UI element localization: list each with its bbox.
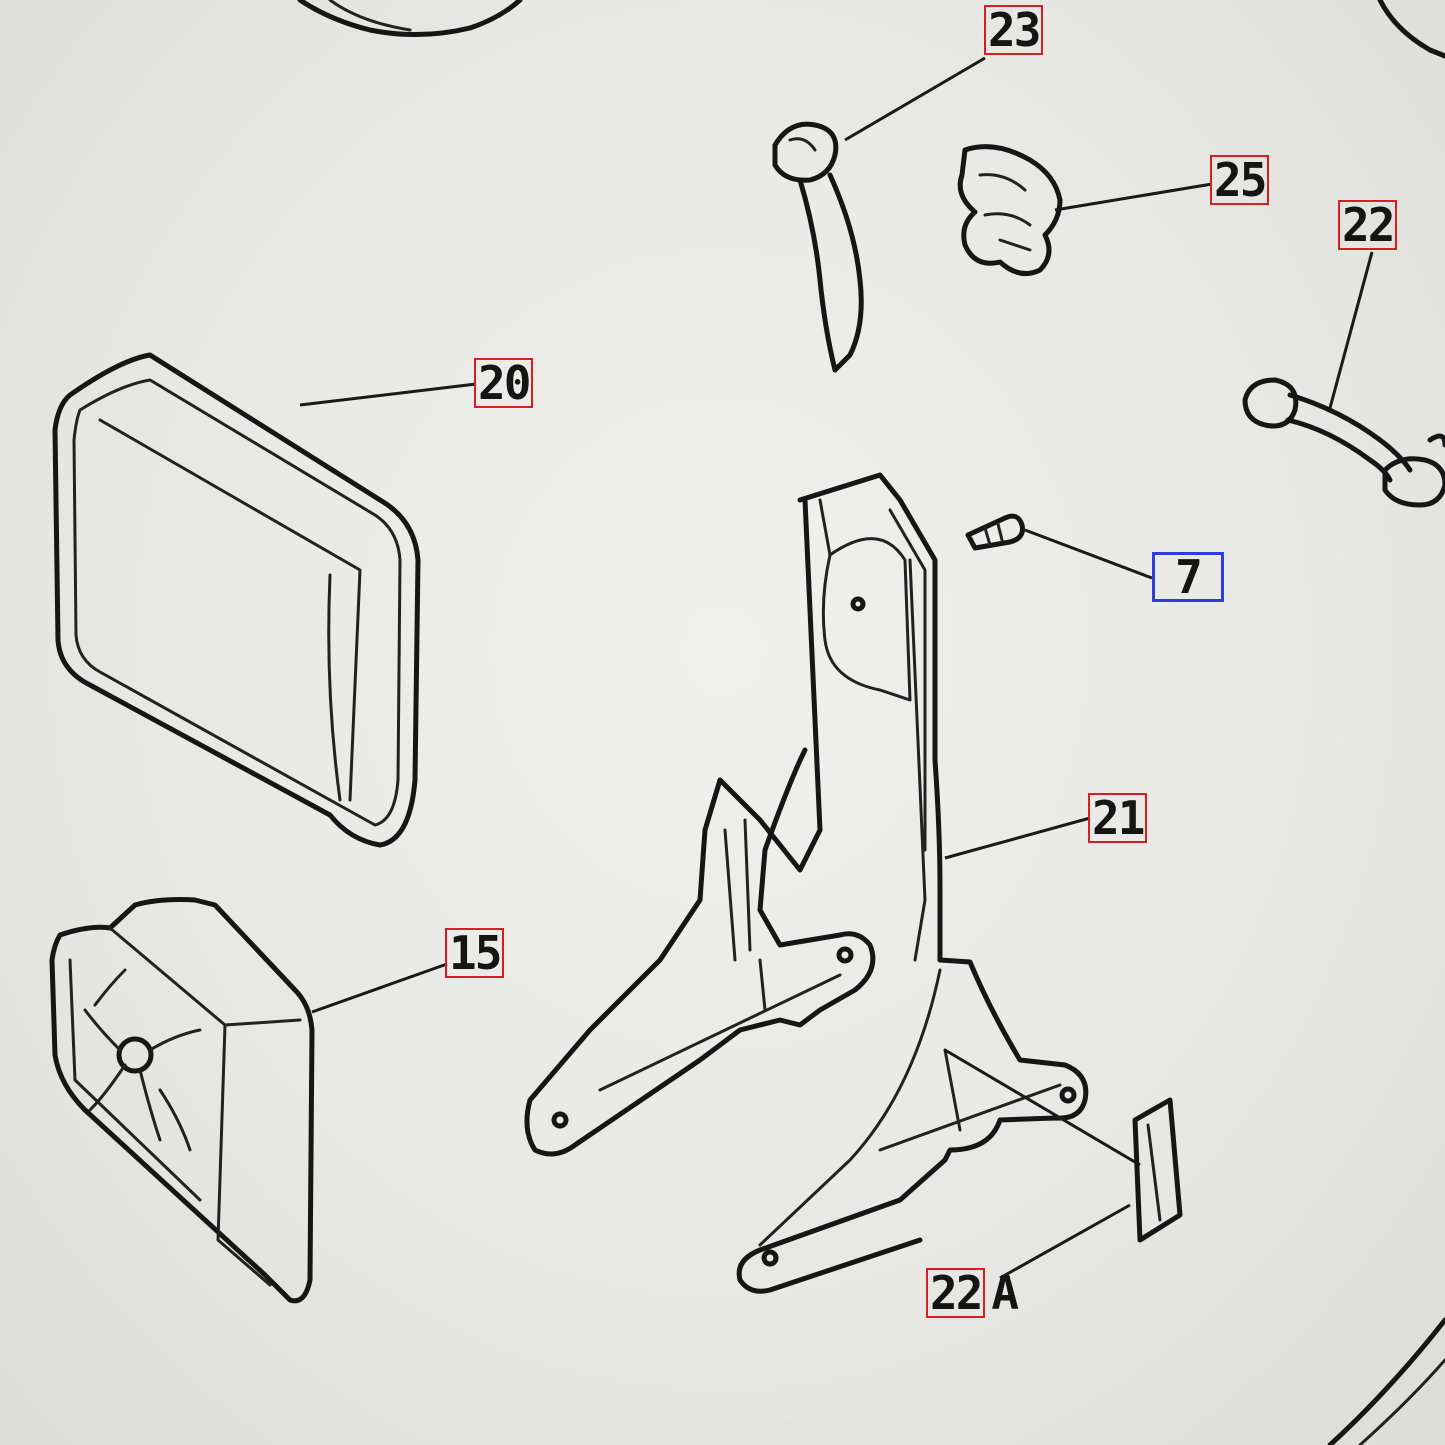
part-25-clip-nut xyxy=(957,144,1063,277)
callout-box xyxy=(445,928,505,978)
callout-23[interactable]: 23 xyxy=(984,5,1044,55)
leader-lines xyxy=(299,56,1374,1280)
selection-box xyxy=(1152,552,1224,602)
callout-22a[interactable]: 22 A xyxy=(926,1266,1019,1320)
callout-22a-number-wrap: 22 xyxy=(926,1268,986,1318)
partial-part-top-right xyxy=(1377,0,1445,59)
part-20-lens xyxy=(52,352,421,848)
part-22a-pad xyxy=(1132,1097,1183,1243)
callout-box xyxy=(1338,200,1398,250)
part-22-bolt xyxy=(1242,377,1445,508)
part-15-housing xyxy=(49,897,315,1304)
part-7-screw xyxy=(965,513,1025,551)
part-21-bracket xyxy=(524,472,1089,1294)
partial-part-top-left xyxy=(297,0,523,38)
callout-box xyxy=(1088,793,1148,843)
callout-7-selected[interactable]: 7 xyxy=(1152,552,1224,602)
partial-part-bottom-right xyxy=(1327,1317,1445,1445)
callout-box xyxy=(474,358,534,408)
callout-22[interactable]: 22 xyxy=(1338,200,1398,250)
callout-20[interactable]: 20 xyxy=(474,358,534,408)
part-23-rubber-mount xyxy=(772,121,864,373)
callout-15[interactable]: 15 xyxy=(445,928,505,978)
callout-box xyxy=(1210,155,1270,205)
callout-box xyxy=(926,1268,986,1318)
callout-22a-suffix: A xyxy=(991,1266,1019,1320)
callout-21[interactable]: 21 xyxy=(1088,793,1148,843)
callout-box xyxy=(984,5,1044,55)
callout-25[interactable]: 25 xyxy=(1210,155,1270,205)
